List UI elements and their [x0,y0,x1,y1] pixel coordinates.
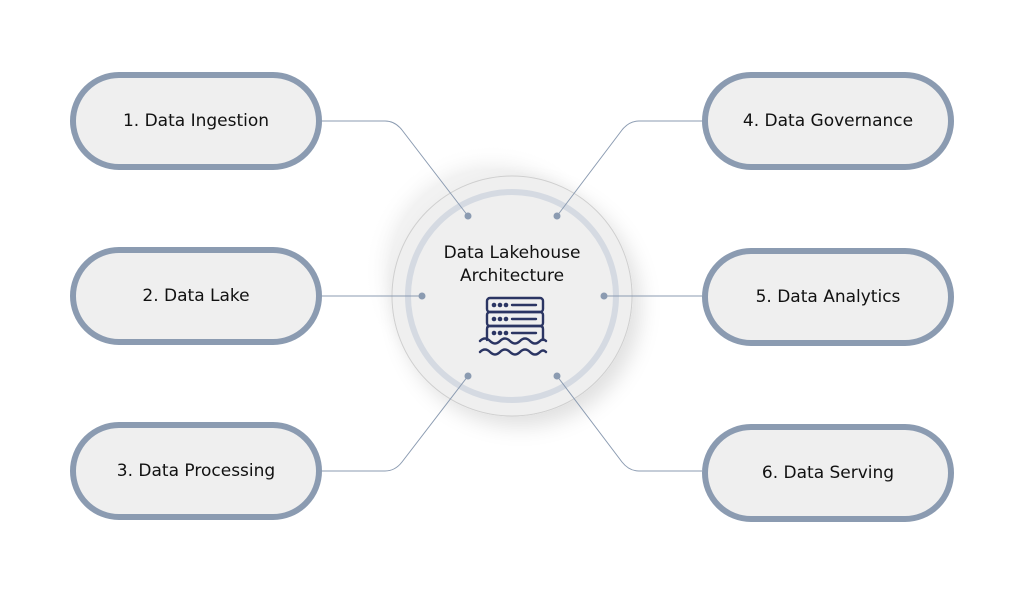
connector-3 [322,375,469,472]
step-data-serving: 6. Data Serving [702,424,954,522]
step-label: 2. Data Lake [142,286,250,306]
step-label: 1. Data Ingestion [122,111,270,131]
dot-3 [464,372,472,380]
center-title: Data Lakehouse Architecture [412,242,612,288]
dot-5 [600,292,608,300]
step-data-analytics: 5. Data Analytics [702,248,954,346]
step-label: 6. Data Serving [761,463,895,483]
dot-2 [418,292,426,300]
step-label: 5. Data Analytics [755,287,901,307]
connector-1 [322,120,469,217]
step-label: 4. Data Governance [742,111,914,131]
center-title-line1: Data Lakehouse [443,243,581,263]
dot-4 [553,212,561,220]
connector-4 [556,120,702,217]
step-data-governance: 4. Data Governance [702,72,954,170]
server-lake-icon [478,296,548,356]
center-title-line2: Architecture [459,266,565,286]
step-data-processing: 3. Data Processing [70,422,322,520]
connector-6 [556,375,702,472]
dot-1 [464,212,472,220]
step-label: 3. Data Processing [116,461,276,481]
dot-6 [553,372,561,380]
step-data-lake: 2. Data Lake [70,247,322,345]
step-data-ingestion: 1. Data Ingestion [70,72,322,170]
